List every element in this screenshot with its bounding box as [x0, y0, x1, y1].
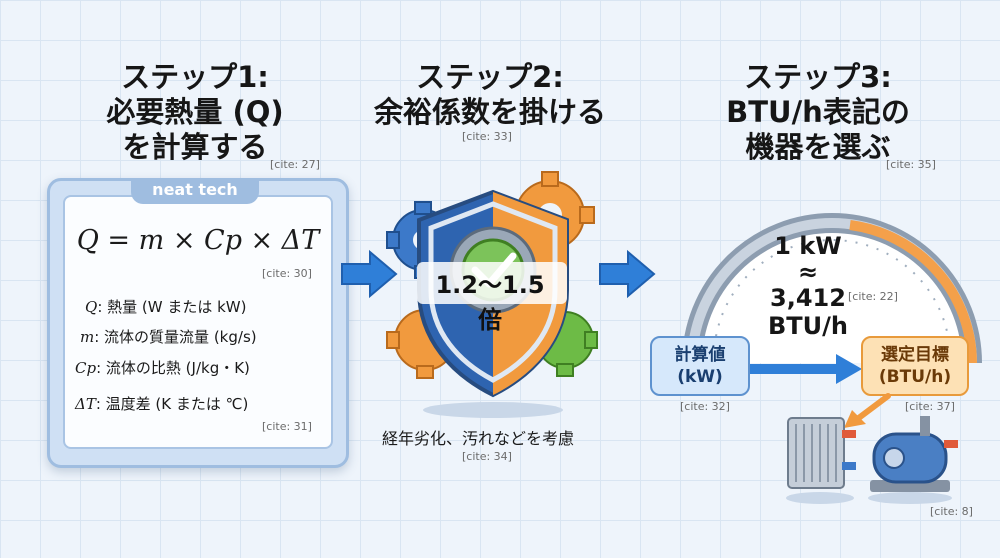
step3-title-line1: ステップ3: [744, 60, 892, 94]
variable-cp-symbol: Cp [75, 359, 97, 377]
consideration-note: 経年劣化、汚れなどを考慮 [382, 429, 575, 448]
brand-label: neat tech [131, 178, 259, 204]
arrow-step1-to-step2 [341, 249, 398, 299]
variable-cp-text: : 流体の比熱 (J/kg・K) [96, 359, 250, 377]
conversion-gauge [682, 213, 982, 364]
step2-title: ステップ2: 余裕係数を掛ける [370, 60, 610, 130]
shield-gears-illustration [386, 171, 598, 418]
safety-factor-label: 1.2〜1.5倍 [435, 271, 545, 334]
variable-q: Q: 熱量 (W または kW) [85, 296, 247, 317]
step1-title-cite: [cite: 27] [270, 158, 320, 171]
variables-cite: [cite: 31] [262, 420, 312, 433]
calc-value-unit: (kW) [677, 367, 723, 387]
formula-card-inner [63, 195, 333, 449]
variable-m-text: : 流体の質量流量 (kg/s) [94, 328, 257, 346]
arrow-step2-to-step3 [599, 249, 656, 299]
variable-q-symbol: Q [85, 298, 98, 316]
target-to-equipment-arrow [844, 393, 891, 428]
calc-value-cite: [cite: 32] [680, 400, 730, 413]
variable-q-text: : 熱量 (W または kW) [97, 298, 247, 316]
formula-cite: [cite: 30] [262, 267, 312, 280]
step3-title-line3: 機器を選ぶ [745, 130, 891, 164]
target-badge: 選定目標 (BTU/h) [861, 336, 969, 396]
step2-title-line2: 余裕係数を掛ける [373, 95, 606, 129]
step1-title-line2: 必要熱量 (Q) [106, 95, 284, 129]
variable-m: m: 流体の質量流量 (kg/s) [80, 326, 257, 347]
calc-value-label: 計算値 [674, 345, 726, 365]
equipment-cite: [cite: 8] [930, 505, 973, 518]
step1-title: ステップ1: 必要熱量 (Q) を計算する [85, 60, 305, 165]
calc-to-target-arrow [748, 354, 862, 384]
conversion-kw: 1 kW [774, 232, 842, 260]
boiler-icon [868, 416, 958, 504]
target-cite: [cite: 37] [905, 400, 955, 413]
conversion-cite: [cite: 22] [848, 290, 898, 303]
variable-m-symbol: m [80, 328, 95, 346]
step3-title-cite: [cite: 35] [886, 158, 936, 171]
step1-title-line3: を計算する [122, 130, 268, 164]
variable-dt-symbol: ΔT [75, 395, 96, 413]
heat-formula: Q = m × Cp × ΔT [76, 225, 320, 256]
calc-value-badge: 計算値 (kW) [650, 336, 750, 396]
variable-cp: Cp: 流体の比熱 (J/kg・K) [75, 357, 250, 378]
step3-title-line2: BTU/h表記の [726, 95, 910, 129]
conversion-approx: ≈ [797, 258, 819, 286]
step2-title-cite: [cite: 33] [462, 130, 512, 143]
heat-exchanger-icon [786, 417, 856, 504]
conversion-unit: BTU/h [767, 312, 848, 340]
variable-dt: ΔT: 温度差 (K または ℃) [75, 393, 248, 414]
step1-title-line1: ステップ1: [121, 60, 269, 94]
target-label: 選定目標 [881, 345, 949, 365]
target-unit: (BTU/h) [878, 367, 952, 387]
variable-dt-text: : 温度差 (K または ℃) [95, 395, 249, 413]
step2-title-line1: ステップ2: [416, 60, 564, 94]
step3-title: ステップ3: BTU/h表記の 機器を選ぶ [698, 60, 938, 165]
conversion-value: 3,412 [770, 284, 846, 312]
consideration-cite: [cite: 34] [462, 450, 512, 463]
